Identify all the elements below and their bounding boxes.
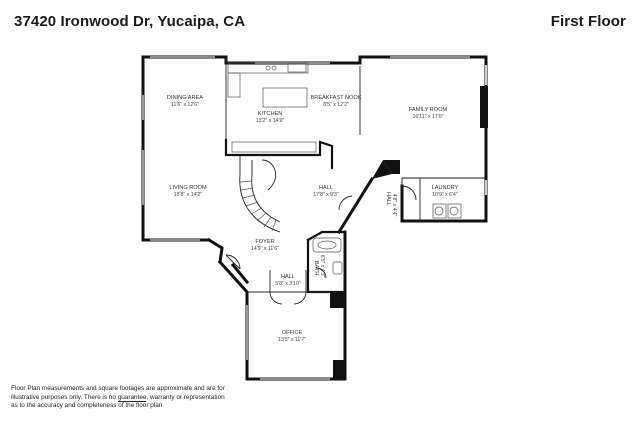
laundry-label: LAUNDRY [432, 185, 459, 191]
kitchen-label: KITCHEN [258, 111, 283, 117]
foyer-dims: 14'9" x 11'6" [251, 246, 279, 252]
disclaimer-line-2a: illustrative purposes only. There is no [11, 393, 118, 401]
disclaimer-line-2: illustrative purposes only. There is no … [11, 393, 266, 403]
dining-dims: 11'6" x 12'6" [171, 102, 199, 108]
disclaimer-underlined: guarantee [117, 393, 147, 402]
disclaimer: Floor Plan measurements and square foota… [11, 385, 266, 411]
hall-side-dims: 4'8" x 4'4" [391, 194, 397, 217]
bath-fixtures [312, 237, 343, 275]
bath-label: BATH [313, 261, 319, 276]
hall-small-dims: 5'8" x 3'10" [275, 281, 301, 287]
living-label: LIVING ROOM [169, 185, 207, 191]
nook-dims: 8'5" x 12'2" [323, 102, 349, 108]
disclaimer-line-3: as to the accuracy and completeness of t… [11, 402, 163, 410]
nook-label: BREAKFAST NOOK [311, 95, 362, 101]
laundry-dims: 10'9" x 6'4" [432, 192, 458, 198]
interior-walls [224, 57, 488, 379]
staircase [239, 155, 281, 233]
hall-center-dims: 17'8" x 9'3" [313, 192, 339, 198]
hall-side-label: HALL [385, 192, 391, 206]
kitchen-fixtures [227, 62, 317, 153]
disclaimer-line-2b: , warranty or representation [146, 393, 225, 401]
hall-center-label: HALL [319, 185, 333, 191]
floor-label: First Floor [550, 13, 626, 30]
living-dims: 13'8" x 14'2" [174, 192, 203, 198]
dining-label: DINING AREA [167, 95, 203, 101]
family-dims: 16'11" x 17'0" [413, 114, 444, 120]
office-dims: 13'5" x 11'7" [278, 337, 306, 343]
bath-dims: 6'5" x 4'3" [319, 255, 325, 278]
laundry-fixtures [432, 203, 462, 219]
room-labels: DINING AREA 11'6" x 12'6" KITCHEN 13'2" … [167, 95, 459, 343]
foyer-label: FOYER [255, 239, 274, 245]
family-label: FAMILY ROOM [409, 107, 448, 113]
office-label: OFFICE [282, 330, 303, 336]
property-address: 37420 Ironwood Dr, Yucaipa, CA [14, 13, 246, 30]
doors [225, 185, 417, 305]
kitchen-dims: 13'2" x 14'9" [256, 118, 285, 124]
hall-small-label: HALL [281, 274, 295, 280]
disclaimer-line-1: Floor Plan measurements and square foota… [11, 385, 225, 392]
